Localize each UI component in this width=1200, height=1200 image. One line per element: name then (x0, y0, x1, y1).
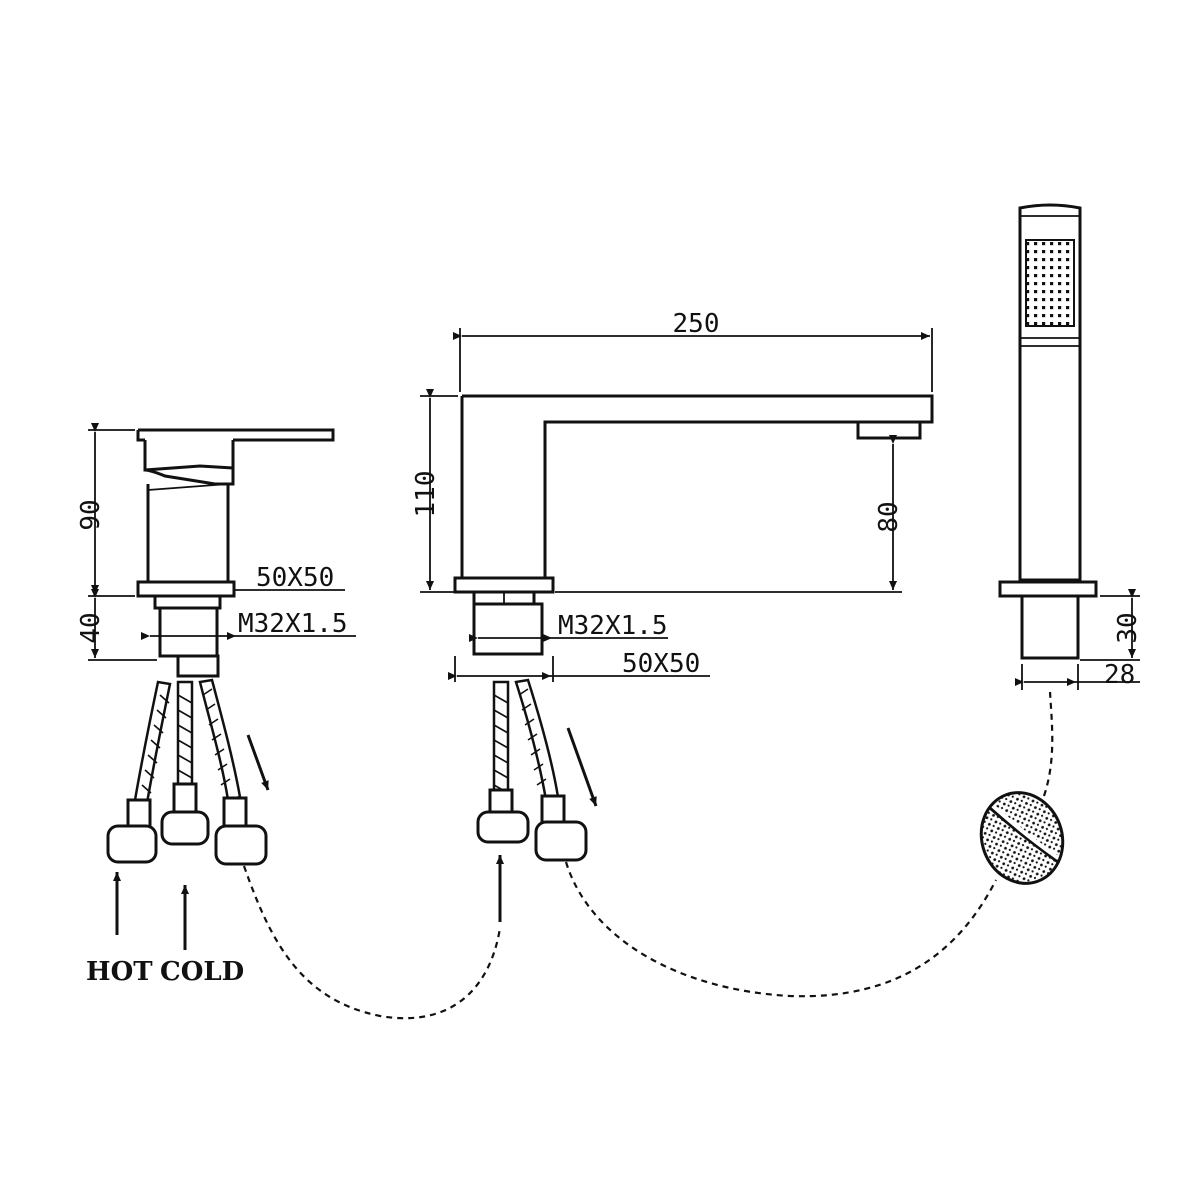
mixer-body (136, 428, 335, 678)
spout-height-dim: 110 (411, 471, 441, 518)
diverter-ball (979, 791, 1065, 885)
shower-base-height-dim: 30 (1113, 612, 1143, 643)
connector-hose-spout-to-ball (564, 861, 997, 998)
mixer-thread-dim: M32X1.5 (238, 609, 348, 639)
connector-hose-ball-to-shower (1042, 691, 1054, 797)
hand-shower (998, 203, 1098, 660)
connector-hose-mixer-to-spout (242, 865, 502, 1020)
spout-thread-dim: M32X1.5 (558, 611, 668, 641)
shower-dimensions (1015, 589, 1140, 690)
spout-outlet-height-dim: 80 (874, 501, 904, 532)
spout-supply-hoses (476, 678, 588, 862)
spout-footprint-dim: 50X50 (622, 649, 700, 679)
mixer-flow-arrow (246, 734, 270, 791)
spout-flow-arrow (566, 727, 598, 807)
spout-dimensions (420, 328, 933, 682)
mixer-height-dim: 90 (76, 499, 106, 530)
cold-label: COLD (160, 957, 244, 987)
mixer-dimensions (88, 423, 356, 661)
spout-length-dim: 250 (673, 309, 720, 339)
spout-body (453, 394, 934, 656)
mixer-footprint-dim: 50X50 (256, 563, 334, 593)
mixer-supply-hoses (106, 678, 268, 866)
spray-face-icon (1025, 239, 1075, 327)
shower-diameter-dim: 28 (1104, 660, 1135, 690)
hot-label: HOT (86, 957, 153, 987)
mixer-base-height-dim: 40 (76, 612, 106, 643)
